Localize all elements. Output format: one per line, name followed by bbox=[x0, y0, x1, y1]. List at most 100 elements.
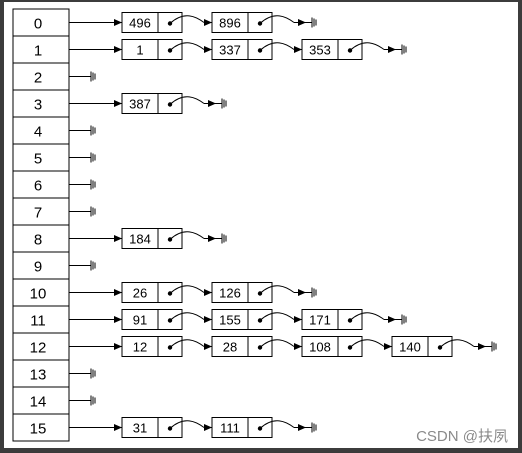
node-value-label: 184 bbox=[129, 232, 151, 247]
null-terminator-icon bbox=[90, 368, 96, 379]
next-pointer-curve bbox=[169, 285, 205, 294]
next-pointer-curve bbox=[169, 15, 205, 24]
node-value-label: 353 bbox=[309, 43, 331, 58]
arrow-head bbox=[204, 343, 212, 350]
null-terminator-icon bbox=[401, 314, 407, 325]
bucket-index-label: 2 bbox=[34, 70, 42, 87]
null-terminator-icon bbox=[90, 125, 96, 136]
list-node bbox=[121, 309, 183, 330]
list-node bbox=[121, 93, 183, 114]
next-pointer-curve bbox=[259, 15, 295, 24]
bucket-index-label: 15 bbox=[30, 421, 47, 438]
bucket-index-label: 12 bbox=[30, 340, 47, 357]
list-node bbox=[121, 12, 183, 33]
next-pointer-curve bbox=[169, 96, 205, 105]
next-pointer-curve bbox=[349, 339, 385, 348]
arrow-head bbox=[388, 316, 396, 323]
null-terminator-icon bbox=[311, 17, 317, 28]
node-value-label: 140 bbox=[399, 340, 421, 355]
null-terminator-icon bbox=[221, 98, 227, 109]
next-pointer-curve bbox=[169, 312, 205, 321]
bucket-cell bbox=[12, 116, 70, 145]
list-node bbox=[121, 417, 183, 438]
bucket-index-label: 9 bbox=[34, 259, 42, 276]
next-pointer-curve bbox=[349, 42, 385, 51]
node-value-label: 91 bbox=[133, 313, 147, 328]
node-value-label: 26 bbox=[133, 286, 147, 301]
bucket-index-label: 10 bbox=[30, 286, 47, 303]
watermark-text: CSDN @扶夙 bbox=[416, 428, 508, 445]
null-terminator-icon bbox=[90, 71, 96, 82]
list-node bbox=[121, 336, 183, 357]
list-node bbox=[121, 39, 183, 60]
arrow-head bbox=[388, 46, 396, 53]
bucket-cell bbox=[12, 35, 70, 64]
node-value-label: 126 bbox=[219, 286, 241, 301]
list-node bbox=[121, 282, 183, 303]
list-node bbox=[121, 228, 183, 249]
arrow-head bbox=[114, 343, 122, 350]
null-terminator-icon bbox=[221, 233, 227, 244]
arrow-head bbox=[204, 424, 212, 431]
node-value-label: 28 bbox=[223, 340, 237, 355]
bucket-index-label: 13 bbox=[30, 367, 47, 384]
arrow-head bbox=[298, 19, 306, 26]
arrow-head bbox=[114, 424, 122, 431]
arrow-head bbox=[204, 19, 212, 26]
list-node bbox=[211, 12, 273, 33]
node-value-label: 896 bbox=[219, 16, 241, 31]
node-value-label: 108 bbox=[309, 340, 331, 355]
node-value-label: 337 bbox=[219, 43, 241, 58]
null-terminator-icon bbox=[311, 422, 317, 433]
list-node bbox=[211, 39, 273, 60]
arrow-head bbox=[208, 100, 216, 107]
arrow-head bbox=[204, 289, 212, 296]
arrow-head bbox=[294, 46, 302, 53]
bucket-index-label: 4 bbox=[34, 124, 42, 141]
null-terminator-icon bbox=[90, 152, 96, 163]
next-pointer-curve bbox=[259, 420, 295, 429]
arrow-head bbox=[204, 46, 212, 53]
bucket-index-label: 7 bbox=[34, 205, 42, 222]
bucket-cell bbox=[12, 89, 70, 118]
list-node bbox=[301, 39, 363, 60]
arrow-head bbox=[294, 343, 302, 350]
bucket-index-label: 6 bbox=[34, 178, 42, 195]
arrow-head bbox=[298, 289, 306, 296]
node-value-label: 387 bbox=[129, 97, 151, 112]
node-value-label: 31 bbox=[133, 421, 147, 436]
node-value-label: 111 bbox=[220, 421, 240, 436]
bucket-index-label: 0 bbox=[34, 16, 42, 33]
bucket-index-label: 3 bbox=[34, 97, 42, 114]
bucket-cell bbox=[12, 359, 70, 388]
list-node bbox=[301, 309, 363, 330]
arrow-head bbox=[204, 316, 212, 323]
next-pointer-curve bbox=[169, 339, 205, 348]
node-value-label: 155 bbox=[219, 313, 241, 328]
bucket-cell bbox=[12, 224, 70, 253]
next-pointer-curve bbox=[259, 312, 295, 321]
bucket-cell bbox=[12, 170, 70, 199]
list-node bbox=[391, 336, 453, 357]
node-value-label: 12 bbox=[133, 340, 147, 355]
arrow-head bbox=[114, 316, 122, 323]
bucket-index-label: 11 bbox=[30, 313, 46, 330]
next-pointer-curve bbox=[169, 420, 205, 429]
next-pointer-curve bbox=[169, 42, 205, 51]
list-node bbox=[211, 417, 273, 438]
node-value-label: 1 bbox=[136, 43, 143, 58]
next-pointer-curve bbox=[169, 231, 205, 240]
next-pointer-curve bbox=[259, 285, 295, 294]
null-terminator-icon bbox=[311, 287, 317, 298]
null-terminator-icon bbox=[401, 44, 407, 55]
arrow-head bbox=[114, 235, 122, 242]
bucket-cell bbox=[12, 8, 70, 37]
arrow-head bbox=[208, 235, 216, 242]
node-value-label: 496 bbox=[129, 16, 151, 31]
bucket-index-label: 1 bbox=[34, 43, 42, 60]
list-node bbox=[211, 336, 273, 357]
null-terminator-icon bbox=[491, 341, 497, 352]
